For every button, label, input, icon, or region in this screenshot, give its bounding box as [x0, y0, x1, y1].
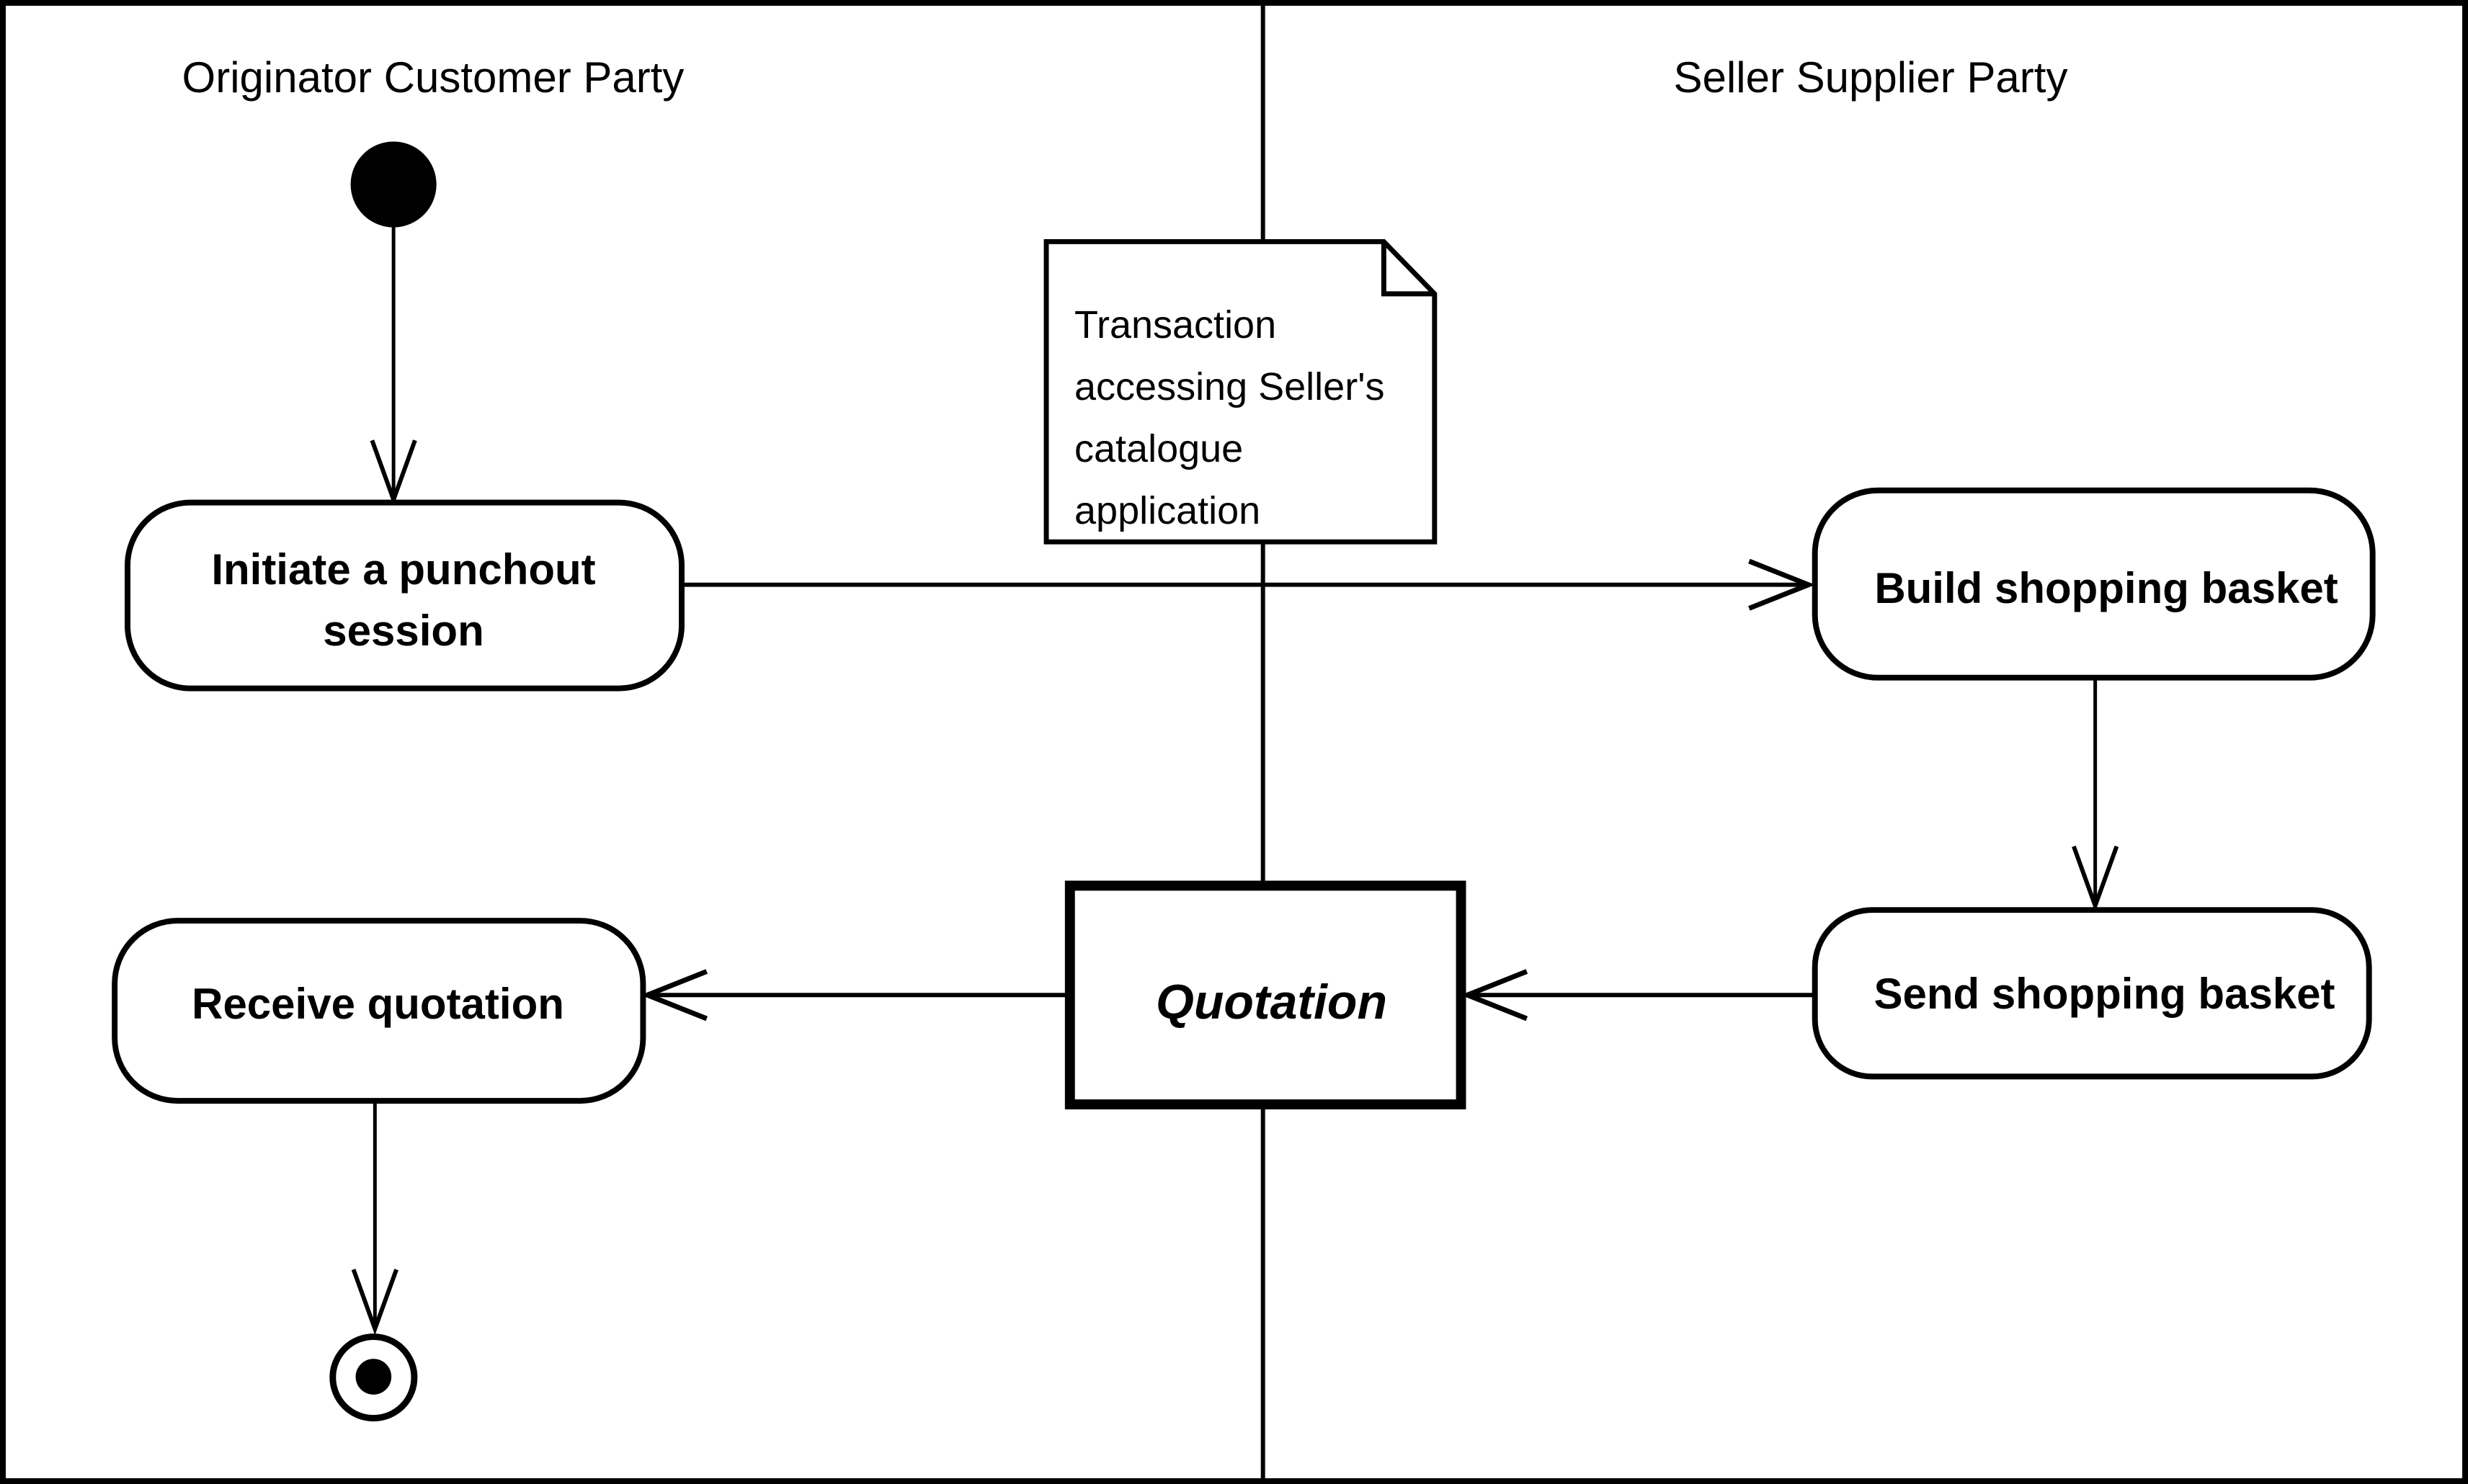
object-node-quotation [1064, 880, 1466, 1110]
arrowhead-right-icon [1748, 558, 1816, 611]
note-line: application [1074, 489, 1261, 532]
activity-initiate-punchout [125, 499, 685, 692]
note-line: catalogue [1074, 427, 1244, 470]
activity-label-receive: Receive quotation [192, 980, 564, 1029]
activity-send-basket [1812, 907, 2372, 1080]
activity-label-send: Send shopping basket [1874, 969, 2335, 1018]
activity-label-build: Build shopping basket [1874, 564, 2338, 613]
uml-note [1043, 238, 1438, 545]
arrowhead-down-icon [351, 1269, 398, 1336]
object-label-quotation: Quotation [1155, 975, 1388, 1030]
note-line: Transaction [1074, 303, 1277, 347]
lane-title-seller: Seller Supplier Party [1673, 53, 2068, 102]
activity-receive-quotation [112, 918, 646, 1104]
arrowhead-down-icon [2072, 845, 2119, 912]
activity-label-initiate: Initiate a punchout session [211, 545, 596, 655]
note-text: Transaction accessing Seller's catalogue… [1074, 294, 1420, 542]
start-node-icon [350, 141, 437, 228]
lane-title-originator: Originator Customer Party [182, 53, 685, 102]
activity-build-basket [1812, 487, 2376, 681]
arrowhead-left-icon [1461, 969, 1528, 1022]
note-fold-corner-icon [1381, 241, 1435, 297]
diagram-shapes-layer [112, 6, 2376, 1478]
arrowhead-left-icon [640, 969, 708, 1022]
final-node-dot-icon [355, 1359, 392, 1395]
note-line: accessing Seller's [1074, 365, 1385, 408]
